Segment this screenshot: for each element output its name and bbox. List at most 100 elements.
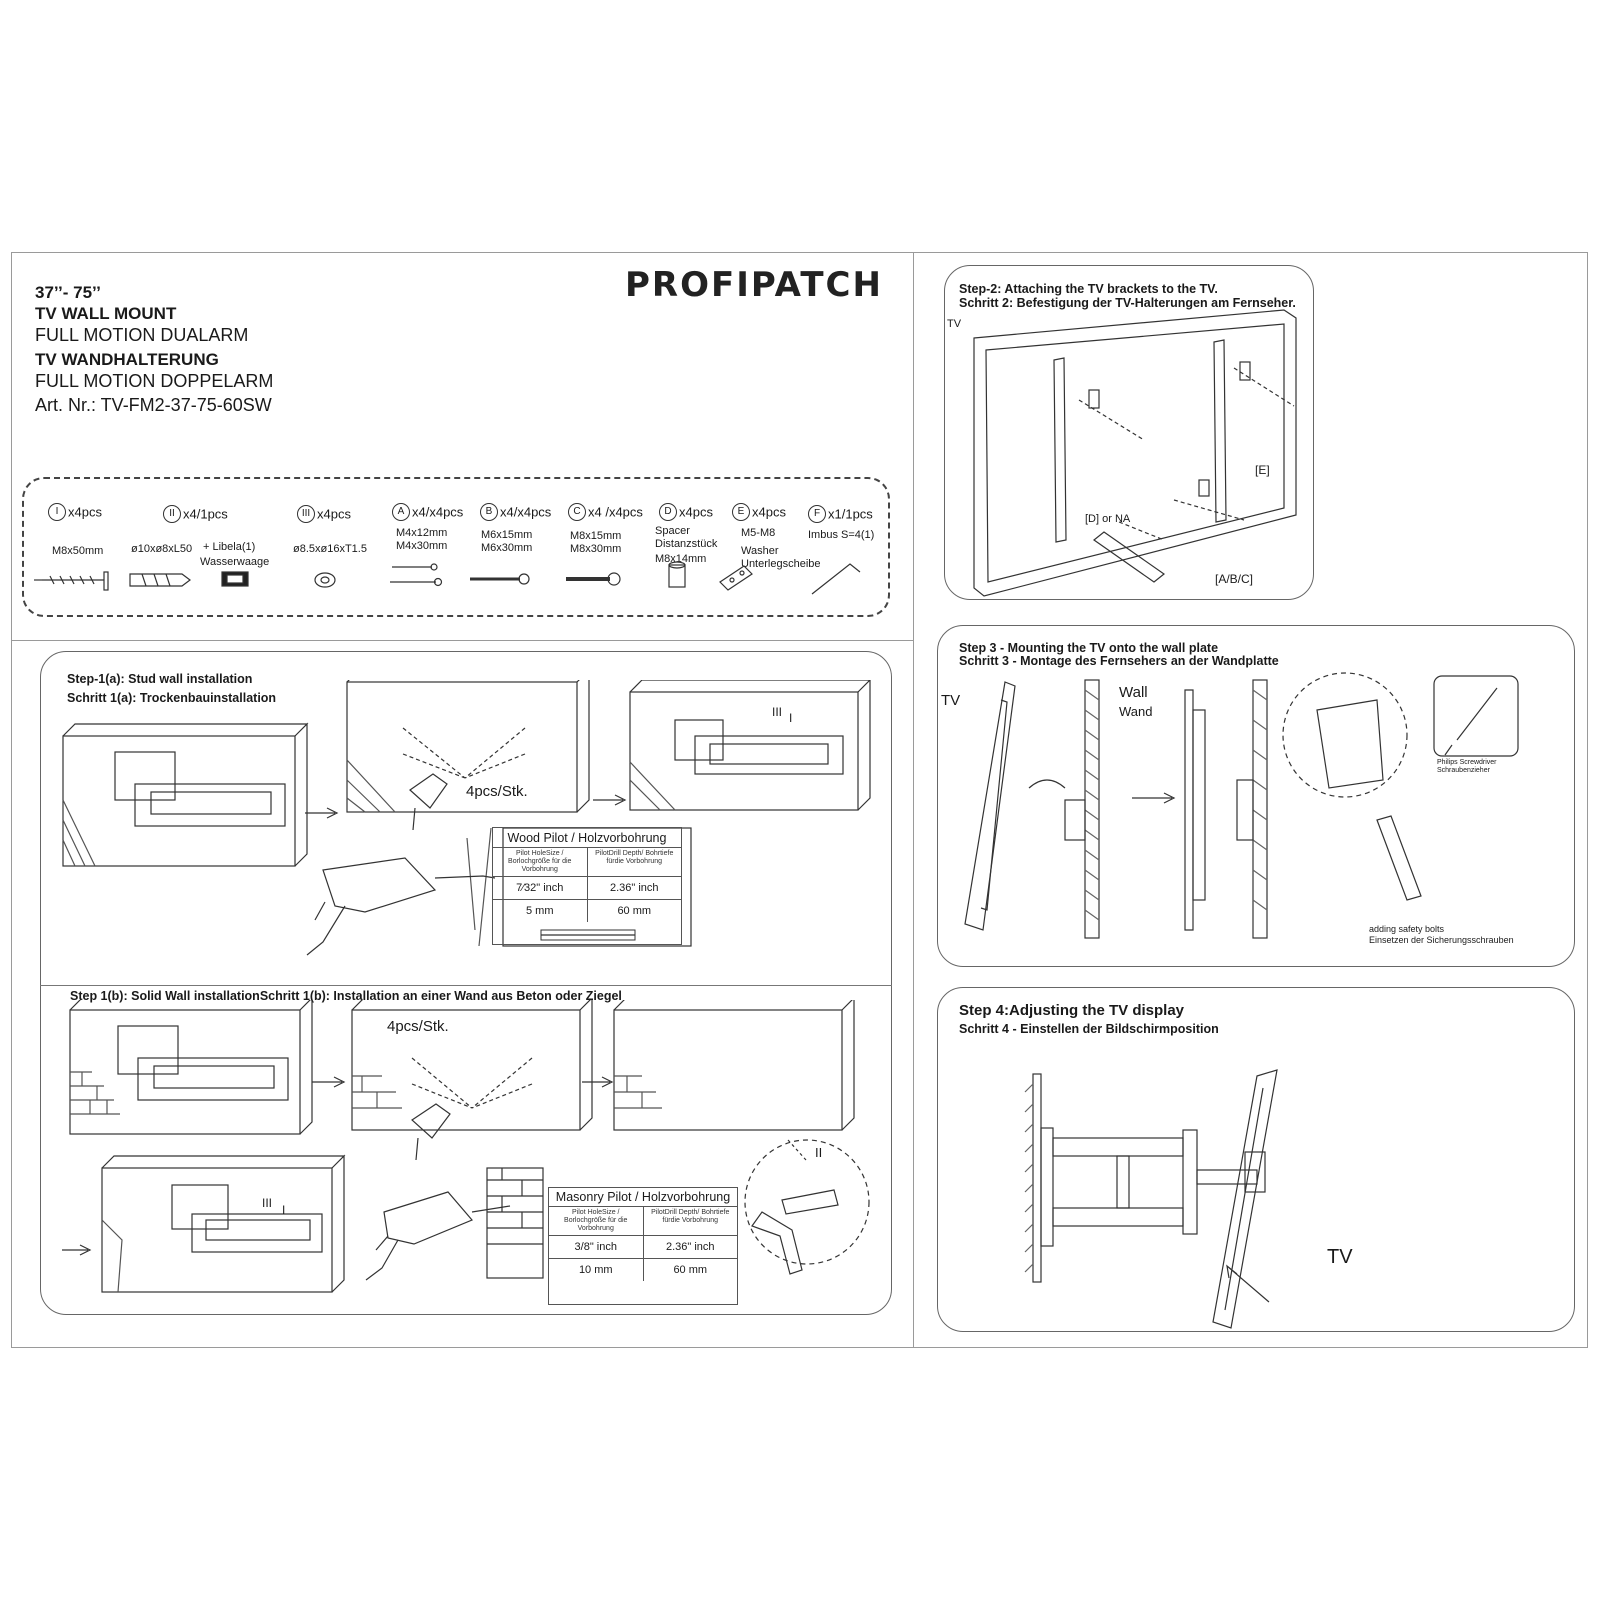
screw-b-icon <box>470 573 530 585</box>
washer-icon <box>314 572 336 588</box>
table-cell: 2.36" inch <box>586 877 682 899</box>
step2-illustration <box>973 309 1297 597</box>
step3-title-de: Schritt 3 - Montage des Fernsehers an de… <box>959 654 1279 668</box>
part-desc: M4x12mm <box>396 527 448 539</box>
spirit-level-icon <box>221 571 249 587</box>
step2-label-d: [D] or NA <box>1085 513 1131 525</box>
col-header: Pilot HoleSize / Borlochgröße für die Vo… <box>564 1209 628 1232</box>
part-desc: M5-M8 <box>741 527 776 539</box>
wood-pilot-table: Wood Pilot / Holzvorbohrung Pilot HoleSi… <box>492 827 682 945</box>
size-range: 37’’- 75’’ <box>35 283 101 302</box>
step1a-title-de: Schritt 1(a): Trockenbauinstallation <box>67 691 277 705</box>
part-desc: M6x15mm <box>481 529 533 541</box>
part-id-badge: III <box>297 505 315 523</box>
safety-bolts-en: adding safety bolts <box>1369 924 1445 934</box>
screwdriver-label-en: Philips Screwdriver <box>1437 759 1497 766</box>
part-id-badge: E <box>732 503 750 521</box>
step2-panel <box>944 265 1314 600</box>
step4-panel <box>937 987 1575 1332</box>
step1a-count: 4pcs/Stk. <box>466 783 528 800</box>
part-id-badge: C <box>568 503 586 521</box>
step1a-screw-label-iii: III <box>772 705 783 719</box>
wall-anchor-icon <box>129 573 191 587</box>
table-cell: 60 mm <box>586 900 682 922</box>
part-qty: x4/x4pcs <box>412 504 464 520</box>
table-cell: 5 mm <box>526 905 554 917</box>
horizontal-divider <box>11 640 913 641</box>
step4-illustration <box>1024 1069 1278 1329</box>
part-qty: x4pcs <box>68 504 102 520</box>
spacer-icon <box>668 561 686 588</box>
table-cell: 2.36" inch <box>642 1236 738 1258</box>
table-cell: 7⁄32" inch <box>516 882 564 894</box>
part-desc: M8x15mm <box>570 530 622 542</box>
article-number: Art. Nr.: TV-FM2-37-75-60SW <box>35 395 272 415</box>
table-cell: 10 mm <box>578 1264 613 1276</box>
part-desc: M8x30mm <box>570 543 622 555</box>
screw-a-icon <box>390 563 443 587</box>
col-header: PilotDrill Depth/ Bohrtiefe fürdie Vorbo… <box>642 1207 738 1235</box>
part-desc: Imbus S=4(1) <box>808 529 875 541</box>
step1b-screw-label-i: I <box>282 1203 286 1217</box>
title-en: TV WALL MOUNT <box>35 304 177 323</box>
step3-title-en: Step 3 - Mounting the TV onto the wall p… <box>959 641 1219 655</box>
step3-wall-en: Wall <box>1119 684 1148 701</box>
part-qty: x4/x4pcs <box>500 504 552 520</box>
part-id-badge: II <box>163 505 181 523</box>
step1b-anchor-label: II <box>815 1145 823 1160</box>
part-desc: Washer <box>741 545 779 557</box>
part-desc: M6x30mm <box>481 542 533 554</box>
part-qty: x1/1pcs <box>828 506 873 522</box>
masonry-pilot-title: Masonry Pilot / Holzvorbohrung <box>555 1190 731 1204</box>
subtitle-en: FULL MOTION DUALARM <box>35 325 249 345</box>
product-header: 37’’- 75’’ TV WALL MOUNT FULL MOTION DUA… <box>35 282 273 416</box>
screw-c-icon <box>566 572 621 586</box>
subtitle-de: FULL MOTION DOPPELARM <box>35 371 274 391</box>
instruction-sheet <box>11 252 1588 1348</box>
part-qty: x4pcs <box>317 506 351 522</box>
safety-bolts-de: Einsetzen der Sicherungsschrauben <box>1369 935 1514 945</box>
part-id-badge: A <box>392 503 410 521</box>
part-desc: Wasserwaage <box>200 556 270 568</box>
step4-title-de: Schritt 4 - Einstellen der Bildschirmpos… <box>959 1022 1219 1036</box>
brand-logo: PROFIPATCH <box>625 265 883 305</box>
step1b-screw-label-iii: III <box>262 1196 273 1210</box>
step4-title-en: Step 4:Adjusting the TV display <box>959 1002 1185 1019</box>
vertical-divider <box>913 252 914 1348</box>
bolt-icon <box>34 571 109 591</box>
title-de: TV WANDHALTERUNG <box>35 350 219 369</box>
table-cell: 3/8" inch <box>574 1241 617 1253</box>
col-header: PilotDrill Depth/ Bohrtiefe fürdie Vorbo… <box>586 848 682 876</box>
step4-tv-label: TV <box>1327 1246 1353 1268</box>
part-qty: x4/1pcs <box>183 506 228 522</box>
step2-title-en: Step-2: Attaching the TV brackets to the… <box>959 282 1218 296</box>
step2-tv-label: TV <box>947 318 962 330</box>
part-desc: Distanzstück <box>655 538 718 550</box>
step2-label-e: [E] <box>1255 463 1270 477</box>
part-id-badge: D <box>659 503 677 521</box>
step3-wall-de: Wand <box>1119 704 1153 719</box>
allen-key-icon <box>811 563 861 595</box>
part-desc: + Libela(1) <box>203 541 256 553</box>
step1b-divider <box>40 985 892 986</box>
step1a-illustration <box>62 680 871 956</box>
step1b-count: 4pcs/Stk. <box>387 1018 449 1035</box>
step1b-illustration <box>62 1000 870 1293</box>
part-desc: M8x50mm <box>52 545 104 557</box>
table-cell: 60 mm <box>642 1259 738 1281</box>
part-desc: Unterlegscheibe <box>741 558 821 570</box>
screwdriver-label-de: Schraubenzieher <box>1437 767 1490 774</box>
step1a-screw-label-i: I <box>789 711 793 725</box>
step1a-title-en: Step-1(a): Stud wall installation <box>67 672 253 686</box>
masonry-pilot-table: Masonry Pilot / Holzvorbohrung Pilot Hol… <box>548 1187 738 1305</box>
part-qty: x4pcs <box>752 504 786 520</box>
part-id-badge: I <box>48 503 66 521</box>
